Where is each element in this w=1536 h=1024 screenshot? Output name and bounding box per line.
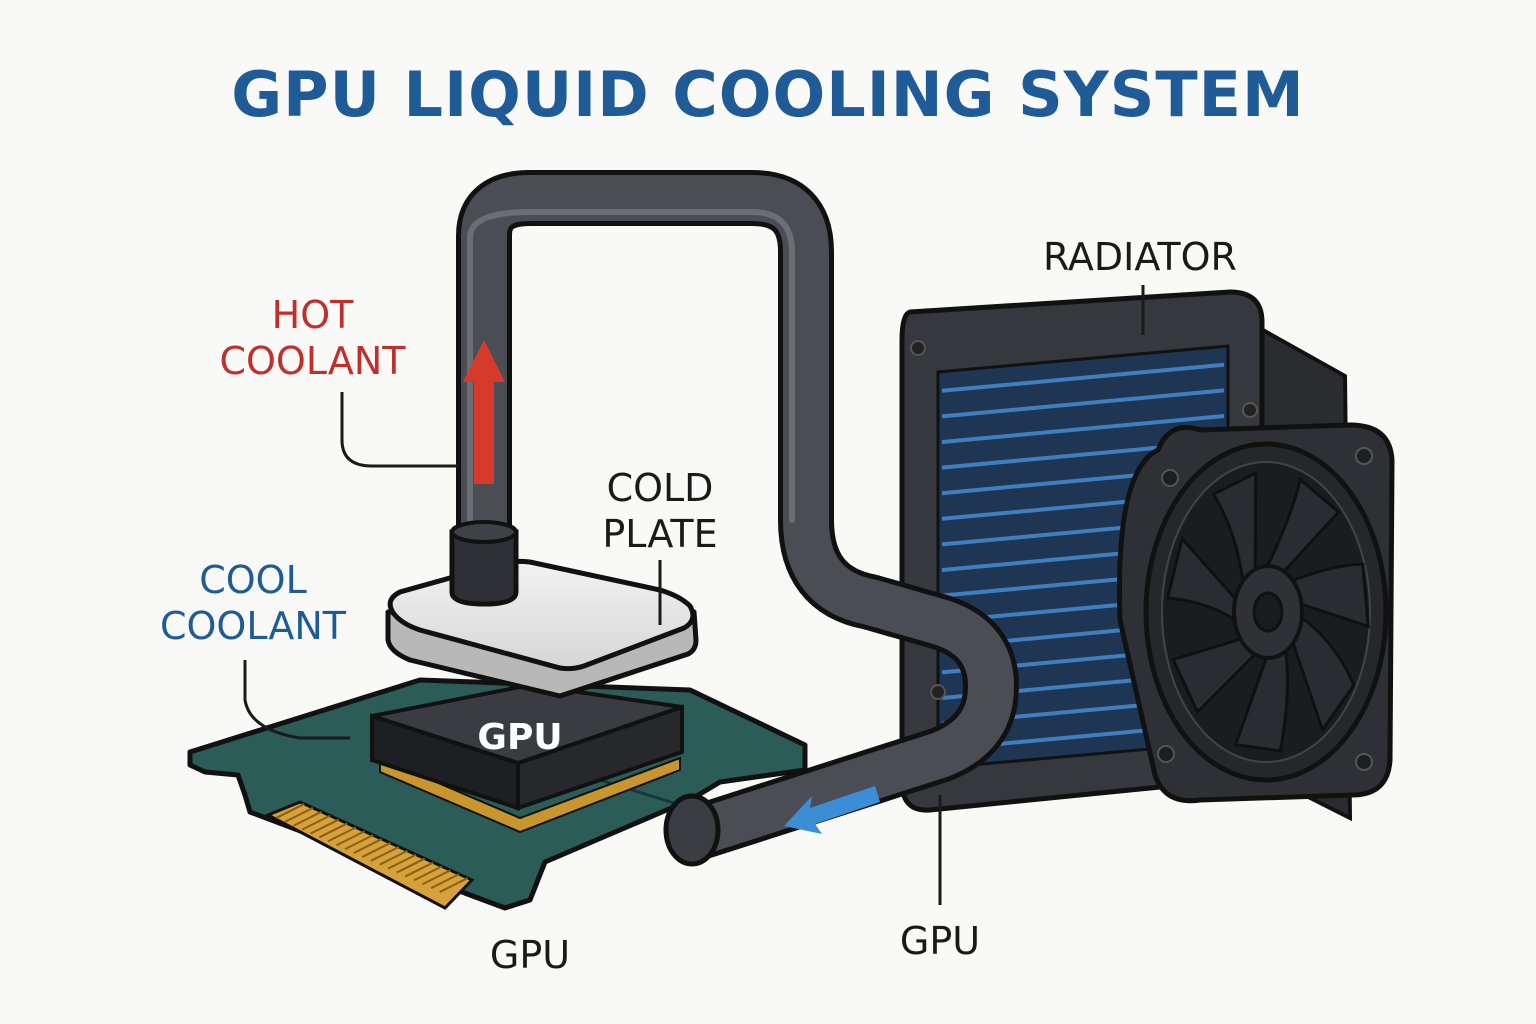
fan-blade (1165, 535, 1247, 632)
fan-blade (1259, 476, 1341, 581)
hot-coolant-leader (340, 392, 458, 468)
connector-pin (318, 822, 348, 839)
tube-body (461, 175, 1014, 855)
cold-plate-fitting-top (450, 520, 518, 544)
connector-pin (396, 857, 426, 874)
radiator-screw (1242, 402, 1258, 418)
left-arrow-icon (784, 786, 880, 834)
connector-pin (293, 810, 322, 827)
connector-pin (284, 806, 314, 823)
radiator-fin-line (941, 414, 1225, 444)
chip-pins (379, 756, 681, 834)
gpu-card-label: GPU (489, 933, 571, 977)
page-title: GPU LIQUID COOLING SYSTEM (231, 58, 1305, 131)
fan-icon (1117, 422, 1395, 804)
fan-blade (1282, 562, 1370, 629)
fan-blade (1211, 470, 1258, 601)
fan-screw (1157, 745, 1175, 763)
connector-pin (430, 873, 460, 890)
connector-pin (336, 830, 365, 847)
gpu-chip (370, 682, 684, 834)
tube-highlight (467, 209, 795, 543)
connector-pin (361, 842, 391, 858)
radiator-screw (910, 340, 926, 356)
connector-pin (344, 834, 374, 851)
cool-coolant-leader (243, 660, 350, 740)
connector-pin (353, 838, 383, 854)
connector-pin (301, 814, 331, 831)
fan-hub-center (1252, 591, 1284, 633)
fan-blade (1287, 609, 1356, 734)
fan-screw (1161, 469, 1179, 487)
connector-pin (370, 845, 400, 862)
connector-pin (422, 869, 451, 886)
connector-pin (404, 861, 434, 878)
cool-coolant-label: COOL COOLANT (159, 558, 347, 648)
cold-plate-fitting (449, 529, 519, 607)
connector-pin (413, 865, 443, 882)
tube-end-fitting (663, 793, 721, 867)
connector-pin (439, 877, 469, 893)
leader-lines (243, 285, 1145, 905)
radiator-fin-line (941, 362, 1225, 393)
connector-pin (310, 818, 340, 835)
radiator-label: RADIATOR (1043, 235, 1237, 279)
gpu-chip-label: GPU (477, 717, 563, 758)
chip-top (371, 682, 683, 766)
fan-blade (1171, 634, 1265, 715)
coolant-tubing (449, 170, 1019, 867)
fan-screw (1355, 447, 1373, 465)
connector-pin (379, 849, 408, 866)
fan-blade (1233, 637, 1289, 753)
radiator-screw (930, 684, 946, 700)
up-arrow-icon (463, 340, 505, 484)
connector-pin (327, 826, 357, 843)
cold-plate-label: COLD PLATE (602, 466, 718, 556)
radiator-fin-line (941, 388, 1225, 419)
hot-coolant-label: HOT COOLANT (219, 293, 406, 383)
edge-connector-pins (275, 803, 469, 893)
fan-blades (1165, 470, 1370, 753)
gpu-tube-label: GPU (899, 919, 981, 963)
connector-pin (275, 803, 305, 819)
fan-screw (1355, 753, 1373, 771)
cold-plate (385, 558, 699, 699)
connector-pin (387, 853, 417, 870)
